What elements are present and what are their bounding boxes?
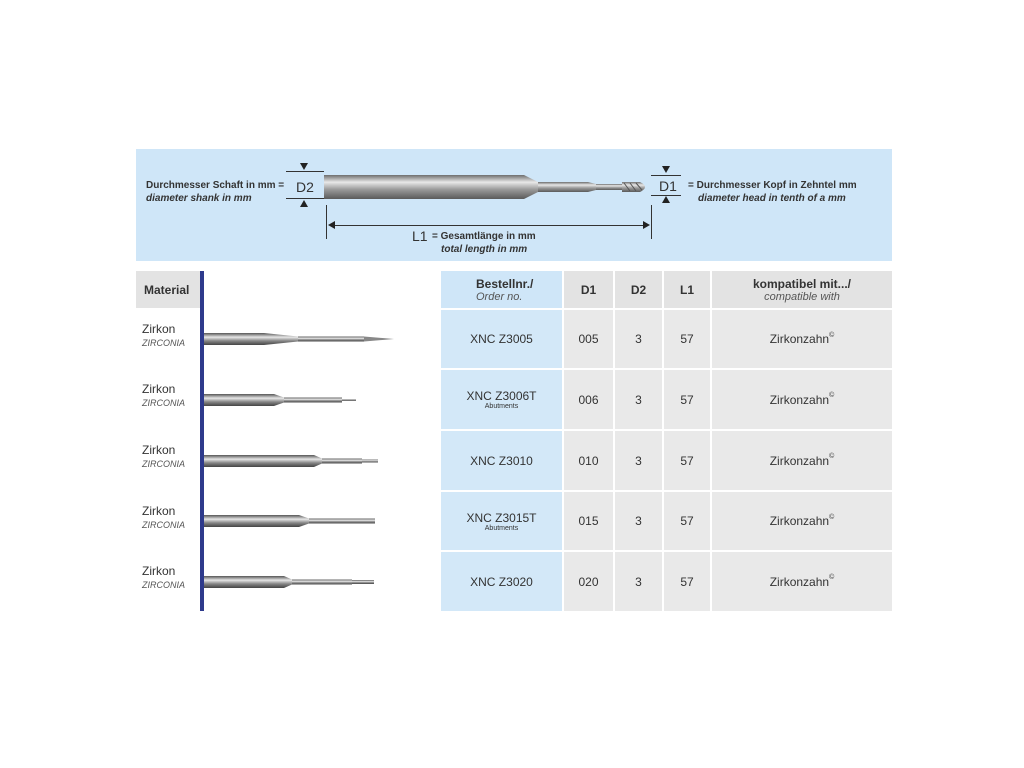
d1-arrow-up-icon [662, 196, 670, 203]
d1-arrow-down-icon [662, 166, 670, 173]
l1-cell: 57 [664, 431, 710, 490]
length-label-en: total length in mm [441, 244, 528, 255]
material-header: Material [136, 271, 200, 308]
l1-label: L1 [412, 228, 428, 244]
l1-cell: 57 [664, 370, 710, 429]
d2-top-line [286, 171, 324, 172]
compat-cell: Zirkonzahn© [712, 492, 892, 550]
d1-label: D1 [659, 178, 677, 194]
head-label-en: diameter head in tenth of a mm [698, 193, 846, 204]
d1-cell: 006 [564, 370, 613, 429]
d2-header: D2 [615, 271, 662, 308]
tool-image [204, 393, 356, 406]
l1-cell: 57 [664, 492, 710, 550]
d1-header: D1 [564, 271, 613, 308]
material-name-en: ZIRCONIA [142, 459, 186, 469]
d1-cell: 015 [564, 492, 613, 550]
d1-cell: 010 [564, 431, 613, 490]
d1-cell: 005 [564, 310, 613, 368]
compat-name: Zirkonzahn [769, 392, 830, 407]
l1-arrow-right-icon [643, 221, 650, 229]
order-header: Bestellnr./ Order no. [441, 271, 562, 308]
l1-line [330, 225, 648, 226]
copyright-mark: © [829, 331, 835, 339]
order-number: XNC Z3005 [470, 332, 533, 346]
tool-image [204, 454, 378, 467]
order-cell: XNC Z3005 [441, 310, 562, 368]
compat-name: Zirkonzahn [769, 453, 830, 468]
copyright-mark: © [829, 513, 835, 521]
d2-bottom-line [286, 198, 324, 199]
tool-image [204, 333, 394, 345]
order-cell: XNC Z3010 [441, 431, 562, 490]
order-number: XNC Z3015T [466, 510, 537, 525]
d2-cell: 3 [615, 492, 662, 550]
d2-arrow-down-icon [300, 163, 308, 170]
compat-cell: Zirkonzahn© [712, 431, 892, 490]
order-header-en: Order no. [476, 290, 523, 303]
d1-top-line [651, 175, 681, 176]
compat-name: Zirkonzahn [769, 574, 830, 589]
order-number: XNC Z3006T [466, 389, 537, 403]
l1-right-tick [651, 205, 652, 239]
material-name: Zirkon [142, 322, 176, 336]
compat-header-en: compatible with [764, 290, 840, 303]
material-name: Zirkon [142, 504, 176, 518]
d1-bottom-line [651, 195, 681, 196]
d2-cell: 3 [615, 370, 662, 429]
length-label-de: = Gesamtlänge in mm [432, 231, 536, 242]
navy-divider [200, 271, 204, 611]
l1-cell: 57 [664, 552, 710, 611]
order-cell: XNC Z3020 [441, 552, 562, 611]
order-number: XNC Z3020 [470, 574, 533, 589]
compat-cell: Zirkonzahn© [712, 552, 892, 611]
l1-left-tick [326, 205, 327, 239]
d1-cell: 020 [564, 552, 613, 611]
d2-label: D2 [296, 179, 314, 195]
order-note: Abutments [484, 403, 519, 410]
material-name: Zirkon [142, 564, 176, 578]
compat-header-de: kompatibel mit.../ [752, 276, 851, 291]
compat-cell: Zirkonzahn© [712, 370, 892, 429]
tool-drawing [324, 175, 645, 199]
shank-label-en: diameter shank in mm [146, 193, 252, 204]
material-name-en: ZIRCONIA [142, 338, 186, 348]
l1-header: L1 [664, 271, 710, 308]
tool-image [204, 575, 374, 588]
material-name-en: ZIRCONIA [142, 398, 186, 408]
l1-arrow-left-icon [328, 221, 335, 229]
head-label-de: = Durchmesser Kopf in Zehntel mm [688, 180, 857, 191]
shank-label-de: Durchmesser Schaft in mm = [146, 180, 285, 191]
copyright-mark: © [829, 574, 835, 581]
material-name-en: ZIRCONIA [142, 580, 186, 590]
compat-cell: Zirkonzahn© [712, 310, 892, 368]
material-name-en: ZIRCONIA [142, 520, 186, 530]
tool-dimension-diagram: Durchmesser Schaft in mm = diameter shan… [136, 149, 892, 261]
order-header-de: Bestellnr./ [476, 276, 534, 291]
copyright-mark: © [829, 453, 835, 460]
material-name: Zirkon [142, 443, 176, 457]
order-note: Abutments [484, 524, 519, 532]
d2-arrow-up-icon [300, 200, 308, 207]
d2-cell: 3 [615, 310, 662, 368]
order-number: XNC Z3010 [470, 453, 533, 468]
tool-image [204, 515, 375, 527]
compat-header: kompatibel mit.../ compatible with [712, 271, 892, 308]
compat-name: Zirkonzahn [769, 332, 830, 346]
material-name: Zirkon [142, 382, 176, 396]
d2-cell: 3 [615, 431, 662, 490]
copyright-mark: © [829, 392, 835, 399]
d2-cell: 3 [615, 552, 662, 611]
l1-cell: 57 [664, 310, 710, 368]
compat-name: Zirkonzahn [769, 514, 830, 528]
